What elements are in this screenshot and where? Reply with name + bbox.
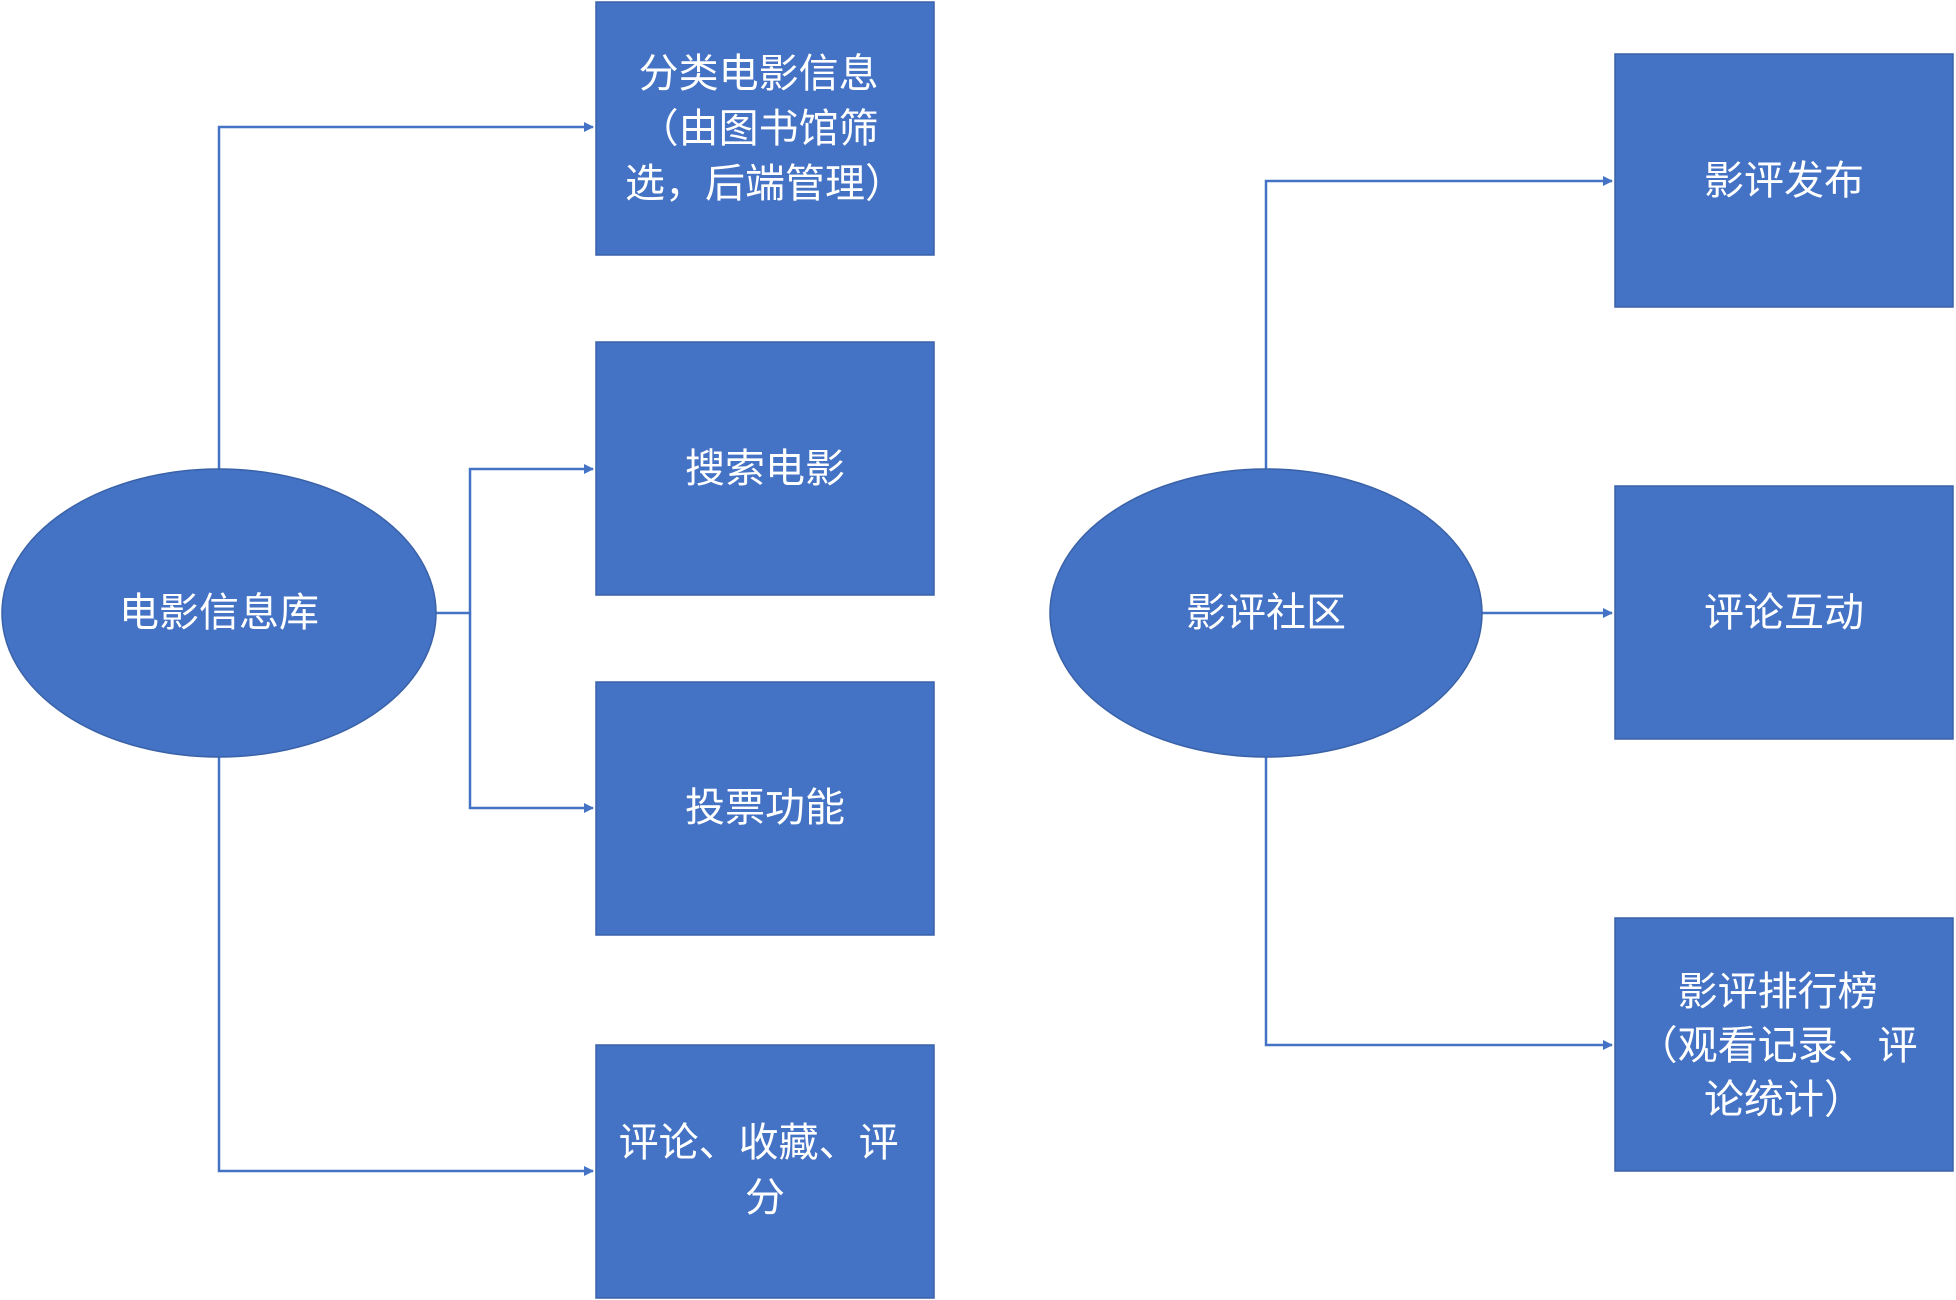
left-child-1-line-3: 选，后端管理）: [625, 161, 905, 207]
right-child-3-line-2: （观看记录、评: [1638, 1023, 1918, 1069]
left-child-1: 分类电影信息 （由图书馆筛 选，后端管理）: [595, 1, 935, 256]
right-child-1: 影评发布: [1614, 53, 1954, 308]
left-connectors: [217, 122, 594, 1176]
left-child-1-line-1: 分类电影信息: [639, 51, 879, 97]
right-connectors: [1264, 176, 1613, 1050]
connector-right-3: [1264, 756, 1613, 1050]
right-child-2: 评论互动: [1614, 485, 1954, 740]
left-root-label: 电影信息库: [119, 590, 319, 636]
connector-left-3: [468, 613, 594, 813]
right-child-3-line-3: 论统计）: [1704, 1077, 1864, 1123]
right-child-1-label: 影评发布: [1704, 158, 1864, 204]
left-child-2-label: 搜索电影: [685, 446, 845, 492]
connector-left-1: [217, 122, 594, 469]
left-child-4: 评论、收藏、评 分: [595, 1044, 935, 1299]
right-child-3: 影评排行榜 （观看记录、评 论统计）: [1614, 917, 1954, 1172]
left-child-4-label: 评论、收藏、评 分: [619, 1120, 912, 1221]
connector-right-1: [1264, 176, 1613, 469]
connector-left-4: [217, 756, 594, 1176]
right-child-3-label: 影评排行榜 （观看记录、评 论统计）: [1638, 969, 1931, 1123]
right-child-3-line-1: 影评排行榜: [1678, 969, 1878, 1015]
left-child-1-label: 分类电影信息 （由图书馆筛 选，后端管理）: [625, 51, 905, 207]
right-child-2-label: 评论互动: [1704, 590, 1864, 636]
right-root-node: 影评社区: [1049, 468, 1483, 758]
left-child-1-line-2: （由图书馆筛: [639, 106, 879, 152]
left-root-node: 电影信息库: [1, 468, 437, 758]
left-child-3: 投票功能: [595, 681, 935, 936]
left-child-4-line-2: 分: [745, 1175, 785, 1221]
right-root-label: 影评社区: [1186, 590, 1346, 636]
left-child-2: 搜索电影: [595, 341, 935, 596]
left-child-4-line-1: 评论、收藏、评: [619, 1120, 899, 1166]
left-child-3-label: 投票功能: [685, 785, 845, 831]
connector-left-2: [436, 464, 594, 615]
